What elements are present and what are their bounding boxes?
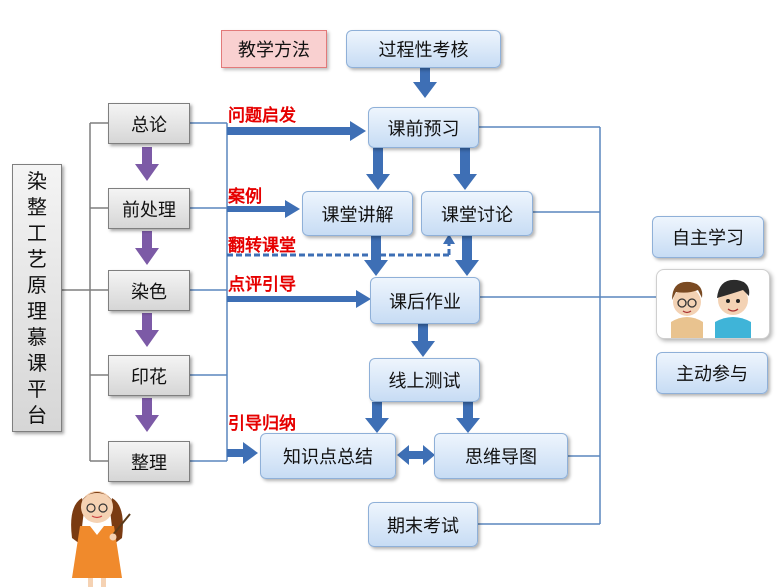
chapter-general: 总论 <box>108 103 190 144</box>
platform-char: 整 <box>27 195 47 219</box>
platform-char: 平 <box>27 377 47 401</box>
platform-char: 工 <box>27 221 47 245</box>
method-label-case: 案例 <box>228 187 262 207</box>
method-tag: 教学方法 <box>221 30 327 68</box>
process-mindmap: 思维导图 <box>434 433 568 479</box>
process-lecture: 课堂讲解 <box>302 191 413 236</box>
chapter-bracket <box>190 122 228 462</box>
platform-char: 理 <box>27 299 47 323</box>
chapter-printing: 印花 <box>108 355 190 396</box>
process-homework: 课后作业 <box>370 277 480 324</box>
process-online-test: 线上测试 <box>369 358 480 402</box>
student-participation: 主动参与 <box>656 352 768 394</box>
teacher-illustration <box>71 491 131 587</box>
method-label-flipped: 翻转课堂 <box>228 236 296 256</box>
platform-char: 艺 <box>27 247 47 271</box>
student-connector <box>478 126 656 525</box>
platform-bracket <box>62 122 108 462</box>
students-illustration <box>671 279 751 338</box>
method-label-review: 点评引导 <box>228 275 296 295</box>
process-discussion: 课堂讨论 <box>421 191 533 236</box>
method-label-induction: 引导归纳 <box>228 414 296 434</box>
process-final-exam: 期末考试 <box>368 502 478 547</box>
chapter-finishing: 整理 <box>108 441 190 482</box>
platform-char: 原 <box>27 273 47 297</box>
student-self-study: 自主学习 <box>652 216 764 258</box>
chapter-dyeing: 染色 <box>108 270 190 311</box>
platform-char: 慕 <box>27 325 47 349</box>
process-assessment: 过程性考核 <box>346 30 501 68</box>
platform-char: 课 <box>27 351 47 375</box>
platform-box: 染整工艺原理慕课平台 <box>12 164 62 432</box>
chapter-pretreatment: 前处理 <box>108 188 190 229</box>
students-image <box>656 269 770 339</box>
process-preview: 课前预习 <box>368 107 479 148</box>
method-label-problem: 问题启发 <box>228 106 296 126</box>
flipped-classroom-path <box>227 242 451 257</box>
flipped-classroom-arrowhead <box>443 234 455 244</box>
chapter-arrows <box>135 147 159 432</box>
method-arrows <box>227 121 371 464</box>
process-arrows <box>364 68 480 465</box>
process-summary: 知识点总结 <box>260 433 396 479</box>
platform-char: 台 <box>27 403 47 427</box>
platform-char: 染 <box>27 169 47 193</box>
